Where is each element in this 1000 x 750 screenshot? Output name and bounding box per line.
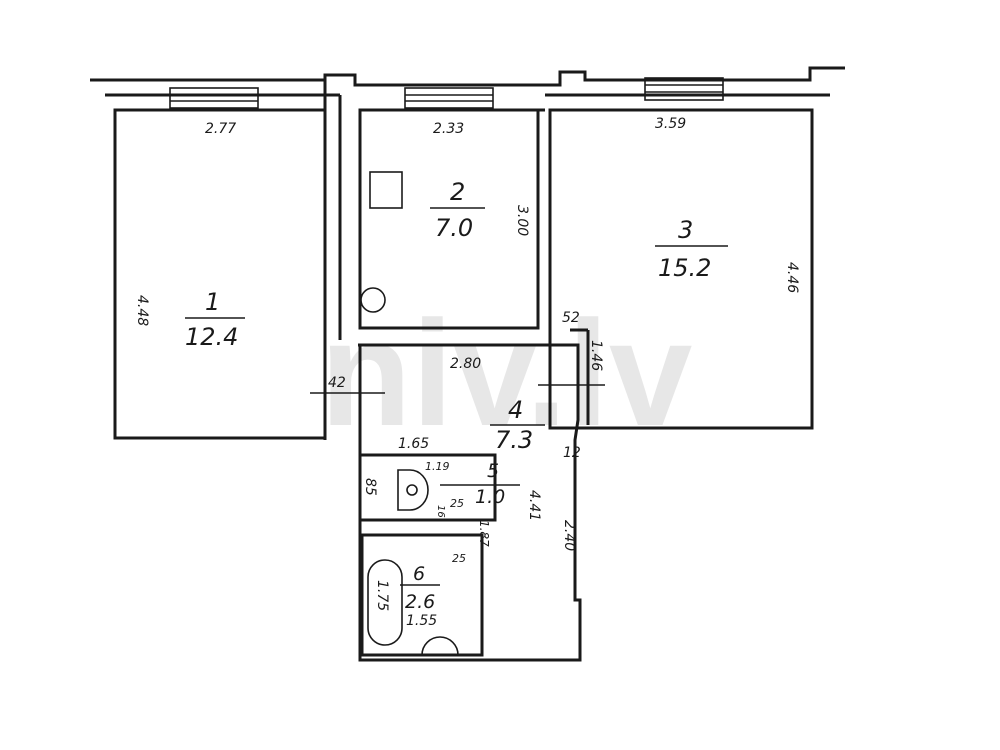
room-3-outline	[548, 108, 814, 430]
room-2-number: 2	[450, 178, 465, 206]
room-1-number: 1	[205, 288, 220, 316]
dim-r3-length: 4.46	[784, 262, 800, 293]
dim-hall-width: 2.80	[450, 356, 481, 372]
dim-bath-b: 1.87	[477, 520, 491, 547]
dim-corridor-gap: 12	[563, 445, 581, 461]
dim-r1-width: 2.77	[205, 121, 236, 137]
window-3	[644, 77, 724, 101]
room-6-number: 6	[413, 563, 425, 585]
dim-corridor-side: 2.40	[561, 520, 577, 551]
bathtub-icon	[367, 559, 403, 646]
dim-bath-width: 1.55	[406, 613, 437, 629]
dim-r2-length: 3.00	[514, 205, 530, 236]
dim-hall-door: 1.46	[588, 340, 604, 371]
dim-r3-width: 3.59	[655, 116, 686, 132]
room-6-area: 2.6	[405, 591, 435, 613]
room-2-outline	[358, 108, 540, 330]
stove-icon	[369, 171, 403, 209]
walls	[90, 66, 845, 662]
room-4-area: 7.3	[495, 426, 533, 454]
windows	[169, 77, 724, 109]
window-2	[404, 87, 494, 109]
dim-wc-inner: 1.19	[425, 460, 450, 473]
room-3-number: 3	[678, 216, 693, 244]
dim-wc-a: 25	[450, 497, 464, 510]
dim-bath-tub: 1.75	[374, 580, 390, 611]
room-1-area: 12.4	[185, 323, 238, 351]
dim-wc-b: 16	[435, 505, 446, 518]
room-1-outline	[113, 108, 327, 440]
dim-door-1: 42	[328, 375, 346, 391]
dim-bath-a: 25	[452, 552, 466, 565]
window-1	[169, 87, 259, 109]
wc-outline	[358, 453, 497, 522]
toilet-icon	[397, 469, 429, 511]
dim-r2-width: 2.33	[433, 121, 464, 137]
sink-icon	[360, 287, 386, 313]
room-5-area: 1.0	[475, 486, 505, 508]
dim-corridor-length: 4.41	[526, 490, 542, 521]
room-5-number: 5	[487, 460, 499, 482]
dim-r1-length: 4.48	[134, 295, 150, 326]
room-2-area: 7.0	[435, 214, 473, 242]
room-4-number: 4	[508, 396, 523, 424]
dim-wc-depth: 85	[362, 478, 378, 496]
area-dividers	[185, 207, 728, 586]
dim-wc-width: 1.65	[398, 436, 429, 452]
room-3-area: 15.2	[658, 254, 711, 282]
dim-hall-niche: 52	[562, 310, 580, 326]
washbasin-icon	[421, 636, 459, 656]
